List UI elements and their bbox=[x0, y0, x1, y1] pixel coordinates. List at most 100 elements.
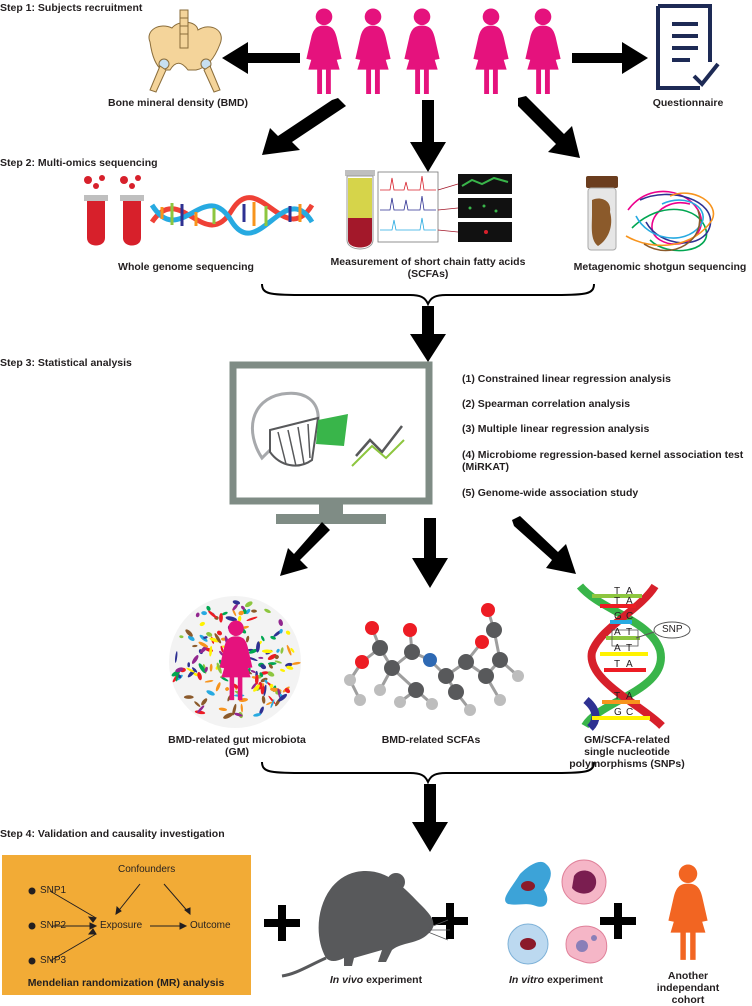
microbe-shape bbox=[220, 676, 229, 682]
microbe-shape bbox=[246, 616, 258, 621]
brace-step2 bbox=[261, 283, 595, 307]
plus-icon-2 bbox=[432, 903, 468, 939]
microbe-shape bbox=[285, 662, 293, 667]
molecule-atom bbox=[404, 644, 420, 660]
microbe-shape bbox=[225, 687, 230, 691]
molecule-atom bbox=[354, 694, 366, 706]
microbe-shape bbox=[278, 693, 288, 702]
microbe-shape bbox=[186, 667, 195, 673]
molecule-atom bbox=[344, 674, 356, 686]
microbe-shape bbox=[214, 633, 222, 644]
microbe-shape bbox=[209, 637, 220, 643]
arrow-left-to-bmd bbox=[222, 42, 300, 74]
microbe-shape bbox=[174, 651, 178, 663]
mr-snp3-label: SNP3 bbox=[40, 955, 67, 966]
microbe-shape bbox=[259, 672, 264, 678]
dna-snp-icon bbox=[576, 583, 691, 731]
arrow-down-step3 bbox=[412, 784, 448, 852]
molecule-atom bbox=[492, 652, 508, 668]
dna-letter-right: T bbox=[626, 627, 633, 638]
stool-sample-jar-icon bbox=[586, 176, 618, 251]
scfa-measurement-label: Measurement of short chain fatty acids (… bbox=[330, 256, 526, 280]
arrow-down-left-step1 bbox=[262, 98, 346, 155]
microbe-shape bbox=[191, 667, 198, 673]
dna-letter-right: C bbox=[626, 707, 634, 718]
microbe-shape bbox=[237, 615, 242, 622]
microbe-shape bbox=[254, 674, 259, 685]
woman-icon-2 bbox=[355, 8, 391, 95]
gm-result-label: BMD-related gut microbiota (GM) bbox=[168, 734, 306, 758]
dna-letter-left: T bbox=[614, 691, 621, 702]
molecule-atom bbox=[481, 603, 495, 617]
analysis-item-2: (2) Spearman correlation analysis bbox=[462, 398, 631, 410]
dna-letter-left: G bbox=[614, 611, 622, 622]
microbe-shape bbox=[269, 684, 274, 688]
dna-helix-icon bbox=[149, 195, 315, 236]
questionnaire-label: Questionnaire bbox=[652, 97, 724, 109]
dna-letter-right: A bbox=[626, 691, 633, 702]
microbe-shape bbox=[219, 613, 223, 623]
microbe-shape bbox=[279, 628, 283, 634]
snp-result-label: GM/SCFA-related single nucleotide polymo… bbox=[569, 734, 685, 770]
microbe-shape bbox=[251, 609, 257, 613]
independent-cohort-woman-icon bbox=[668, 864, 708, 960]
snp-callout-label: SNP bbox=[662, 624, 683, 635]
microbe-shape bbox=[251, 682, 257, 690]
arrow-down-center-step3 bbox=[412, 518, 448, 588]
molecule-atom bbox=[355, 655, 369, 669]
microbe-shape bbox=[253, 684, 260, 692]
dna-letter-right: T bbox=[626, 643, 633, 654]
microbe-shape bbox=[245, 601, 253, 608]
molecule-atom bbox=[494, 694, 506, 706]
arrow-down-right-step1 bbox=[518, 96, 580, 158]
microbe-shape bbox=[198, 641, 209, 648]
cells-icon bbox=[505, 859, 608, 965]
microbe-shape bbox=[175, 667, 184, 673]
microbe-shape bbox=[198, 663, 206, 674]
molecule-atom bbox=[448, 684, 464, 700]
microbe-shape bbox=[264, 608, 271, 614]
molecule-atom bbox=[464, 704, 476, 716]
microbe-shape bbox=[183, 695, 194, 699]
microbe-shape bbox=[274, 654, 279, 660]
microbe-shape bbox=[208, 610, 217, 619]
invitro-label: In vitro experiment bbox=[509, 974, 603, 986]
dna-letter-right: C bbox=[626, 611, 634, 622]
blood-tubes-icon bbox=[84, 175, 144, 246]
microbe-shape bbox=[209, 645, 213, 657]
microbe-shape bbox=[240, 703, 243, 713]
molecule-atom bbox=[512, 670, 524, 682]
microbe-shape bbox=[280, 668, 286, 672]
molecule-atom bbox=[426, 698, 438, 710]
microbe-shape bbox=[199, 621, 205, 627]
metagenomic-label: Metagenomic shotgun sequencing bbox=[573, 261, 747, 273]
analysis-item-3: (3) Multiple linear regression analysis bbox=[462, 423, 650, 435]
mr-exposure-label: Exposure bbox=[100, 920, 143, 931]
microbe-shape bbox=[201, 698, 208, 706]
microbe-shape bbox=[245, 635, 250, 643]
analysis-item-1: (1) Constrained linear regression analys… bbox=[462, 373, 671, 385]
dna-letter-left: T bbox=[614, 596, 621, 607]
microbe-shape bbox=[232, 603, 238, 611]
wgs-label: Whole genome sequencing bbox=[118, 261, 254, 273]
microbe-shape bbox=[187, 668, 196, 678]
microbe-shape bbox=[261, 695, 266, 704]
arrow-down-step2 bbox=[410, 306, 446, 362]
microbe-shape bbox=[285, 630, 291, 635]
microbe-shape bbox=[259, 706, 264, 715]
gut-microbiota-icon bbox=[169, 596, 301, 728]
microbe-shape bbox=[218, 707, 228, 711]
molecule-atom bbox=[408, 682, 424, 698]
step1-heading: Step 1: Subjects recruitment bbox=[0, 2, 143, 14]
woman-icon-4 bbox=[473, 8, 509, 95]
microbe-shape bbox=[286, 644, 292, 656]
mr-outcome-label: Outcome bbox=[190, 920, 231, 931]
microbe-shape bbox=[248, 648, 258, 654]
molecule-atom bbox=[365, 621, 379, 635]
molecule-atom bbox=[394, 696, 406, 708]
microbe-shape bbox=[241, 605, 245, 611]
bmd-label: Bone mineral density (BMD) bbox=[107, 97, 249, 109]
snp2-bullet bbox=[28, 922, 36, 930]
microbe-shape bbox=[204, 680, 214, 683]
microbe-shape bbox=[263, 684, 267, 697]
